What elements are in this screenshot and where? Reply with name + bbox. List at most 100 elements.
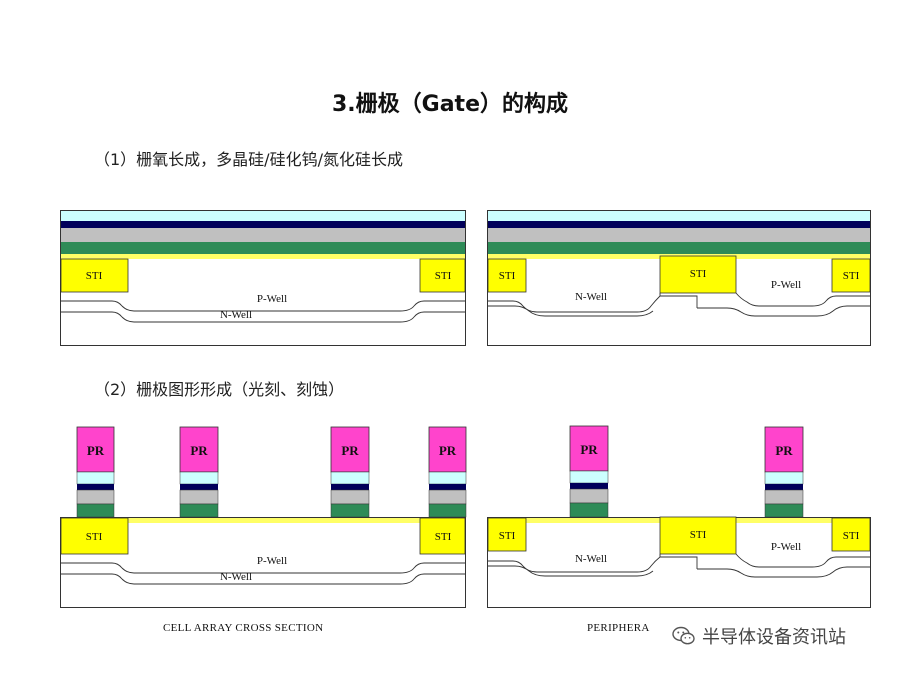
silicide-layer (61, 228, 465, 242)
poly-layer (76, 503, 115, 518)
gate-stack: PR (428, 426, 467, 518)
nitride-light-layer (179, 471, 219, 485)
silicide-layer (76, 489, 115, 505)
sti-label: STI (435, 270, 452, 282)
region-boundary (659, 554, 698, 569)
photoresist (76, 426, 115, 473)
poly-layer (330, 503, 370, 518)
sti-block (659, 516, 737, 555)
gate-stack: PR (330, 426, 370, 518)
step2-periphery-diagram: PR PR STI STI STI N-Well P-Well (487, 425, 872, 609)
region-boundary (659, 293, 698, 308)
poly-layer (61, 242, 465, 254)
pr-label: PR (439, 443, 457, 458)
watermark-text: 半导体设备资讯站 (702, 627, 846, 648)
page-title: 3.栅极（Gate）的构成 (331, 92, 568, 117)
silicide-layer (330, 489, 370, 505)
nitride-light-layer (764, 471, 804, 485)
nwell-boundary (488, 565, 654, 577)
pr-label: PR (775, 443, 793, 458)
step1-periphery-diagram: STI STI STI N-Well P-Well (487, 210, 872, 347)
sti-label: STI (843, 270, 860, 282)
pwell-label: P-Well (257, 293, 287, 305)
sti-label: STI (86, 270, 103, 282)
sti-label: STI (843, 530, 860, 542)
sti-block (419, 517, 466, 555)
step1-cell-array-diagram: STI STI P-Well N-Well (60, 210, 467, 347)
photoresist (179, 426, 219, 473)
nwell-boundary (61, 311, 465, 323)
nitride-dark-layer (570, 483, 608, 489)
step2-cell-array-diagram: PR PR PR PR (60, 425, 467, 609)
sti-label: STI (499, 530, 516, 542)
photoresist (764, 426, 804, 473)
pwell-boundary (697, 305, 870, 317)
gate-stack: PR (179, 426, 219, 518)
nitride-dark-layer (331, 484, 369, 490)
wechat-icon (672, 626, 695, 645)
sti-block (60, 258, 129, 293)
pwell-boundary (61, 562, 465, 574)
poly-layer (764, 503, 804, 518)
photoresist (428, 426, 467, 473)
pr-label: PR (190, 443, 208, 458)
sti-block (831, 258, 871, 293)
nitride-light-layer (330, 471, 370, 485)
pr-label: PR (580, 442, 598, 457)
nwell-boundary (61, 573, 465, 585)
gate-oxide-layer (61, 254, 465, 259)
pwell-boundary (735, 553, 870, 568)
nitride-dark-layer (77, 484, 114, 490)
nwell-label: N-Well (220, 571, 252, 583)
sti-block (419, 258, 466, 293)
pwell-boundary (61, 300, 465, 312)
sti-block (487, 258, 527, 293)
gate-oxide-layer (61, 518, 465, 523)
periphery-caption: PERIPHERA (587, 622, 650, 634)
nwell-label: N-Well (575, 553, 607, 565)
nitride-light-layer (428, 471, 467, 485)
nwell-boundary (488, 305, 654, 317)
silicide-layer (488, 228, 870, 242)
nwell-boundary (488, 556, 661, 573)
pwell-label: P-Well (257, 555, 287, 567)
nitride-dark-layer (180, 484, 218, 490)
poly-layer (488, 242, 870, 254)
pwell-boundary (697, 566, 870, 578)
sti-block (831, 517, 871, 552)
nitride-light-layer (569, 470, 609, 484)
sti-block (659, 255, 737, 294)
nitride-dark-layer (765, 484, 803, 490)
pr-label: PR (87, 443, 105, 458)
sti-block (60, 517, 129, 555)
silicide-layer (569, 488, 609, 504)
pwell-label: P-Well (771, 279, 801, 291)
gate-stack: PR (569, 425, 609, 518)
nitride-light-layer (488, 211, 870, 221)
pwell-boundary (735, 292, 870, 307)
nwell-boundary (488, 295, 661, 313)
sti-block (487, 517, 527, 552)
silicide-layer (179, 489, 219, 505)
gate-stack: PR (76, 426, 115, 518)
silicide-layer (428, 489, 467, 505)
sti-label: STI (690, 268, 707, 280)
nitride-light-layer (61, 211, 465, 221)
gate-stack: PR (764, 426, 804, 518)
watermark: 半导体设备资讯站 (668, 622, 850, 650)
nwell-label: N-Well (220, 309, 252, 321)
pr-label: PR (341, 443, 359, 458)
sti-label: STI (435, 531, 452, 543)
nitride-dark-layer (488, 221, 870, 228)
sti-label: STI (499, 270, 516, 282)
poly-layer (569, 502, 609, 518)
step-1-label: （1）栅氧长成，多晶硅/硅化钨/氮化硅长成 (94, 150, 403, 169)
nitride-dark-layer (429, 484, 466, 490)
nitride-dark-layer (61, 221, 465, 228)
poly-layer (179, 503, 219, 518)
nitride-light-layer (76, 471, 115, 485)
sti-label: STI (690, 529, 707, 541)
step-2-label: （2）栅极图形形成（光刻、刻蚀） (94, 380, 345, 399)
poly-layer (428, 503, 467, 518)
cell-array-caption: CELL ARRAY CROSS SECTION (163, 622, 324, 634)
